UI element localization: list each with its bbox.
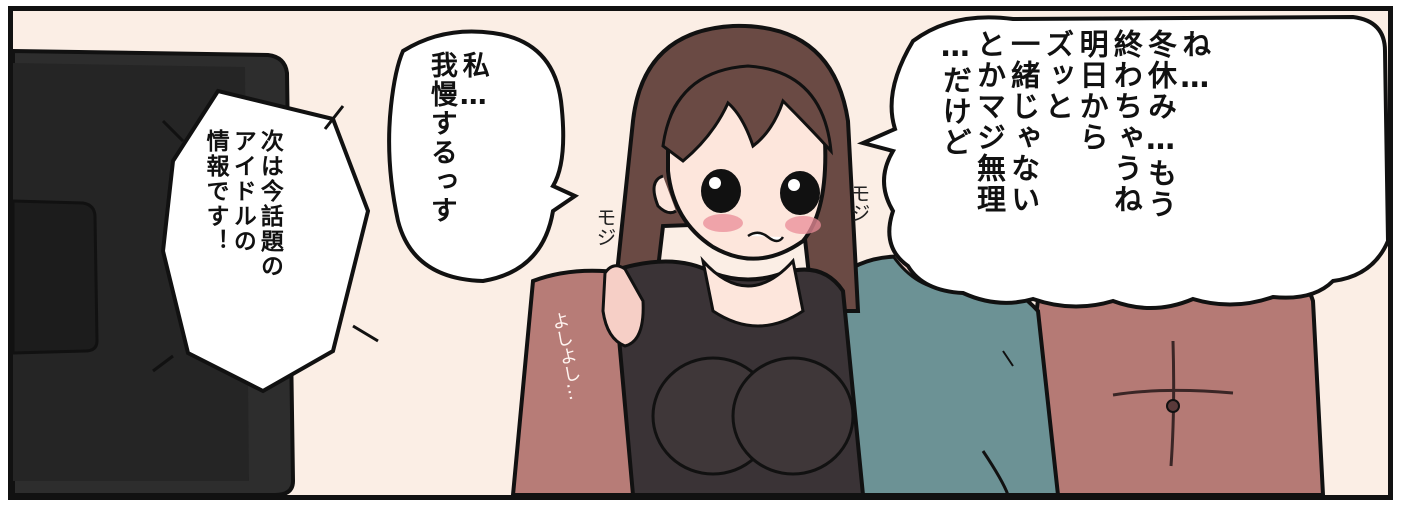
tv-caption-bubble bbox=[152, 88, 379, 394]
girl-eyes bbox=[701, 169, 820, 215]
comic-panel: 次は今話題の アイドルの 情報です！ 私… 我慢するっす ね… 冬休み…もう 終… bbox=[8, 6, 1393, 500]
sfx-mozi-girl: モジ bbox=[593, 207, 617, 247]
sfx-mozi-boy: モジ bbox=[847, 183, 871, 223]
boy-speech-text: ね… 冬休み…もう 終わちゃうね 明日から ズッと 一緒じゃない とかマジ無理 … bbox=[938, 29, 1212, 220]
boy-speech-bubble bbox=[856, 14, 1388, 310]
girl-speech-text: 私… 我慢するっす bbox=[425, 51, 489, 225]
panel-artwork bbox=[13, 11, 1388, 495]
girl-speech-bubble bbox=[387, 29, 580, 284]
tv-caption-text: 次は今話題の アイドルの 情報です！ bbox=[202, 129, 283, 279]
girl-figure bbox=[601, 23, 866, 495]
